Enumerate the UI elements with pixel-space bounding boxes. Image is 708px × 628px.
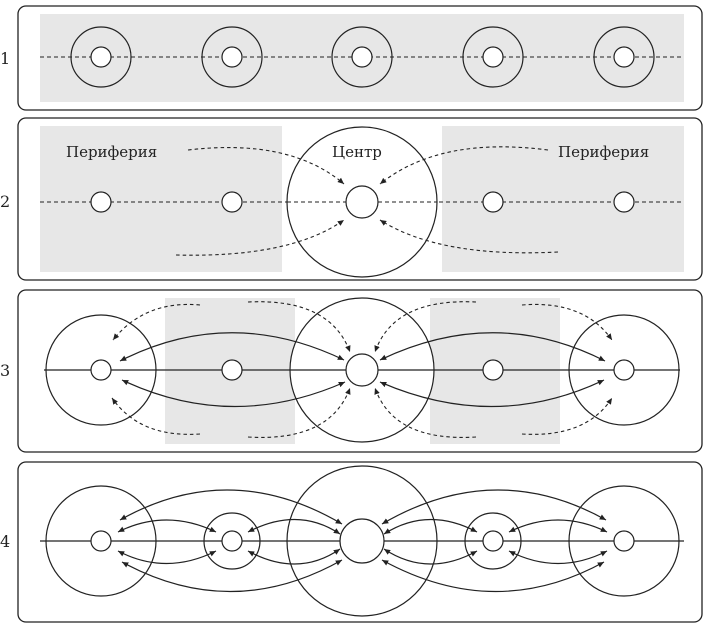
panel-2: 2 Периферия Центр Периферия bbox=[0, 117, 703, 281]
flow-arrow-dashed bbox=[247, 387, 351, 438]
flow-arrow-dashed bbox=[379, 219, 559, 254]
link-arrow-solid bbox=[381, 559, 605, 593]
flow-arrow-dashed bbox=[247, 301, 351, 353]
flow-arrow-dashed bbox=[374, 301, 477, 353]
panel-2-periphery-node bbox=[90, 191, 112, 213]
flow-arrow-dashed bbox=[374, 387, 477, 438]
panel-1: 1 bbox=[0, 5, 703, 111]
link-arrow-solid bbox=[381, 489, 607, 525]
link-arrow-solid bbox=[508, 550, 608, 564]
panel-4-node-inner-right bbox=[482, 530, 504, 552]
panel-number-1: 1 bbox=[0, 49, 10, 68]
panel-number-3: 3 bbox=[0, 361, 10, 380]
flow-arrow-dashed bbox=[521, 397, 613, 435]
panel-2-periphery-node bbox=[613, 191, 635, 213]
panel-3-node-right bbox=[613, 359, 635, 381]
panel-2-periphery-node bbox=[482, 191, 504, 213]
link-arrow-solid bbox=[119, 489, 343, 525]
flow-arrow-dashed bbox=[187, 147, 345, 185]
panel-3: 3 bbox=[0, 289, 703, 453]
panel-3-node-center bbox=[345, 353, 379, 387]
link-arrow-solid bbox=[383, 548, 478, 565]
panel-4: 4 bbox=[0, 461, 703, 623]
panel-2-center-node bbox=[345, 185, 379, 219]
panel-3-node bbox=[221, 359, 243, 381]
link-arrow-solid bbox=[119, 332, 345, 362]
panel-3-node bbox=[482, 359, 504, 381]
label-center: Центр bbox=[332, 143, 382, 161]
link-arrow-solid bbox=[121, 559, 343, 593]
panel-1-node bbox=[593, 26, 655, 88]
panel-2-periphery-node bbox=[221, 191, 243, 213]
panel-4-node-center bbox=[339, 518, 385, 564]
panel-1-node bbox=[462, 26, 524, 88]
panel-number-4: 4 bbox=[0, 532, 10, 551]
link-arrow-solid bbox=[247, 518, 341, 535]
panel-2-shaded-right bbox=[442, 126, 684, 272]
panel-3-node-left bbox=[90, 359, 112, 381]
link-arrow-solid bbox=[121, 379, 346, 408]
panel-1-node bbox=[331, 26, 393, 88]
flow-arrow-dashed bbox=[112, 303, 201, 341]
flow-arrow-dashed bbox=[111, 397, 201, 435]
link-arrow-solid bbox=[379, 332, 606, 362]
label-periphery-right: Периферия bbox=[558, 143, 649, 161]
link-arrow-solid bbox=[117, 519, 217, 533]
flow-arrow-dashed bbox=[175, 219, 345, 256]
panel-number-2: 2 bbox=[0, 192, 10, 211]
flow-arrow-dashed bbox=[521, 303, 613, 341]
link-arrow-solid bbox=[117, 550, 217, 564]
link-arrow-solid bbox=[383, 518, 478, 535]
label-periphery-left: Периферия bbox=[66, 143, 157, 161]
panel-1-node bbox=[201, 26, 263, 88]
panel-1-node bbox=[70, 26, 132, 88]
link-arrow-solid bbox=[508, 519, 608, 533]
flow-arrow-dashed bbox=[379, 146, 549, 185]
panel-4-node-right bbox=[613, 530, 635, 552]
link-arrow-solid bbox=[247, 548, 341, 565]
link-arrow-solid bbox=[379, 379, 605, 408]
panel-4-node-left bbox=[90, 530, 112, 552]
panel-4-node-inner-left bbox=[221, 530, 243, 552]
